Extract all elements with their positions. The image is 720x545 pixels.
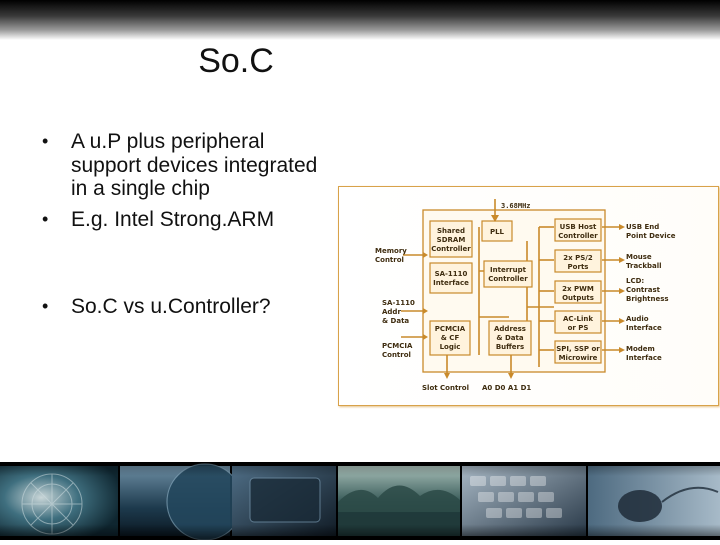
block-ps2-ports <box>554 249 602 273</box>
sa1110-addr-label-1: SA-1110 <box>382 299 415 307</box>
bullet-item-3: So.C vs u.Controller? <box>40 295 330 319</box>
pcmcia-control-label-2: Control <box>382 351 411 359</box>
block-spi-ssp <box>554 340 602 364</box>
sa1110-addr-label-2: Addr <box>382 308 401 316</box>
ps2-ports-label-2: Ports <box>568 263 589 271</box>
pwm-outputs-label-1: 2x PWM <box>562 285 594 293</box>
pwm-outputs-label-2: Outputs <box>562 294 594 302</box>
diagram-arrows <box>423 215 625 379</box>
a0-d0-a1-d1-label: A0 D0 A1 D1 <box>482 384 531 392</box>
lcd-label-2: Contrast <box>626 286 661 294</box>
soc-block-diagram: 3.68MHz Shared SDRAM Controller PLL SA-1… <box>338 186 719 406</box>
pcmcia-logic-label-1: PCMCIA <box>435 325 466 333</box>
interrupt-controller-label-2: Controller <box>488 275 528 283</box>
bullet-item-2: E.g. Intel Strong.ARM <box>40 208 330 232</box>
block-pcmcia-logic <box>429 320 471 356</box>
address-buffers-label-1: Address <box>494 325 526 333</box>
block-interrupt-controller <box>483 260 533 288</box>
lcd-label-1: LCD: <box>626 277 644 285</box>
usb-host-label-2: Controller <box>558 232 598 240</box>
modem-interface-label-2: Interface <box>626 354 662 362</box>
mouse-trackball-label-2: Trackball <box>626 262 662 270</box>
block-pll <box>481 220 513 242</box>
clock-label: 3.68MHz <box>501 202 531 210</box>
memory-control-label-2: Control <box>375 256 404 264</box>
interrupt-controller-label-1: Interrupt <box>490 266 527 274</box>
block-usb-host <box>554 218 602 242</box>
ac-link-label-2: or PS <box>568 324 589 332</box>
usb-host-label-1: USB Host <box>560 223 597 231</box>
block-sa1110-interface <box>429 262 473 294</box>
block-pwm-outputs <box>554 280 602 304</box>
bullet-list: A u.P plus peripheral support devices in… <box>40 130 330 319</box>
slot-control-label: Slot Control <box>422 384 469 392</box>
memory-control-label-1: Memory <box>375 247 407 255</box>
pcmcia-logic-label-3: Logic <box>440 343 461 351</box>
pcmcia-logic-label-2: & CF <box>441 334 460 342</box>
block-shared-sdram <box>429 220 473 258</box>
audio-interface-label-1: Audio <box>626 315 649 323</box>
usb-end-point-label-1: USB End <box>626 223 659 231</box>
audio-interface-label-2: Interface <box>626 324 662 332</box>
shared-sdram-label-2: SDRAM <box>437 236 466 244</box>
bullet-item-1: A u.P plus peripheral support devices in… <box>40 130 330 201</box>
lcd-label-3: Brightness <box>626 295 669 303</box>
ac-link-label-1: AC-Link <box>563 315 593 323</box>
soc-diagram-svg: 3.68MHz Shared SDRAM Controller PLL SA-1… <box>375 199 676 392</box>
modem-interface-label-1: Modem <box>626 345 655 353</box>
sa1110-interface-label-1: SA-1110 <box>435 270 468 278</box>
usb-end-point-label-2: Point Device <box>626 232 676 240</box>
mouse-trackball-label-1: Mouse <box>626 253 652 261</box>
shared-sdram-label-1: Shared <box>437 227 465 235</box>
image-strip-fade <box>0 462 720 540</box>
sa1110-interface-label-2: Interface <box>433 279 469 287</box>
decorative-image-strip <box>0 462 720 541</box>
block-ac-link <box>554 310 602 334</box>
address-buffers-label-2: & Data <box>496 334 523 342</box>
diagram-wires <box>401 199 621 375</box>
spi-ssp-label-2: Microwire <box>559 354 598 362</box>
sa1110-addr-label-3: & Data <box>382 317 409 325</box>
pcmcia-control-label-1: PCMCIA <box>382 342 413 350</box>
ps2-ports-label-1: 2x PS/2 <box>563 254 593 262</box>
shared-sdram-label-3: Controller <box>431 245 471 253</box>
pll-label: PLL <box>490 228 505 236</box>
address-buffers-label-3: Buffers <box>496 343 524 351</box>
spi-ssp-label-1: SPI, SSP or <box>556 345 600 353</box>
title-gradient-band <box>0 0 720 40</box>
block-address-data-buffers <box>488 320 532 356</box>
slide-title: So.C <box>198 42 274 80</box>
